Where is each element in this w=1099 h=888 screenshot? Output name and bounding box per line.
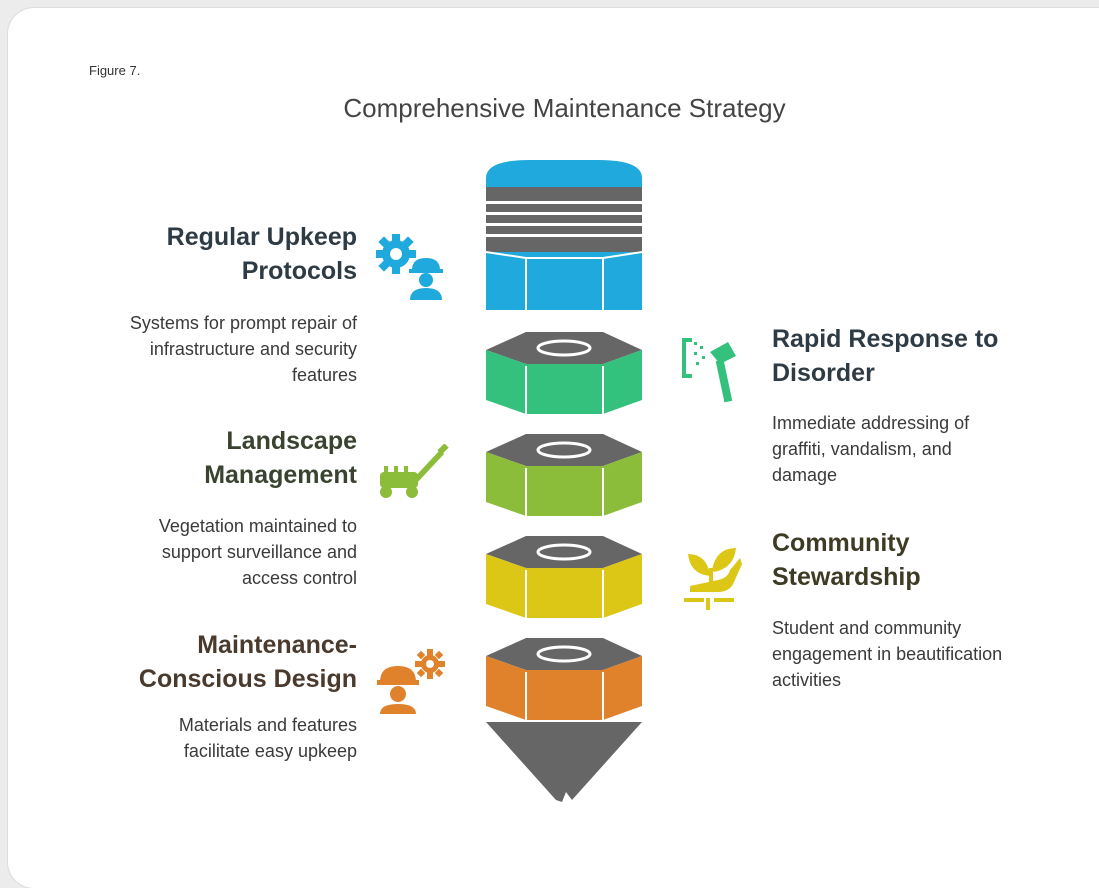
plant-hand-icon	[684, 548, 742, 610]
stack-segment-maintenance-conscious-design	[486, 638, 642, 720]
stack-segment-landscape-management	[486, 434, 642, 516]
regular-upkeep-description: Systems for prompt repair of infrastruct…	[129, 313, 357, 385]
stack-segment-community-stewardship	[486, 536, 642, 618]
diagram-title: Comprehensive Maintenance Strategy	[343, 93, 786, 123]
landscape-management-heading: Landscape Management	[204, 427, 357, 489]
top-cap-lid	[486, 160, 642, 190]
rapid-response-heading: Rapid Response to Disorder	[772, 325, 999, 387]
regular-upkeep-heading: Regular Upkeep Protocols	[166, 223, 357, 285]
maintenance-conscious-design-heading: Maintenance- Conscious Design	[138, 631, 357, 693]
top-segment-body	[486, 252, 642, 310]
hex-stack-diagram	[485, 160, 643, 802]
engineer-gear-icon	[377, 649, 445, 714]
spray-hammer-icon	[682, 338, 736, 403]
stack-top-segment	[485, 160, 643, 310]
community-stewardship-description: Student and community engagement in beau…	[772, 618, 1003, 690]
maintenance-conscious-design-description: Materials and features facilitate easy u…	[178, 715, 357, 761]
stack-segment-rapid-response	[486, 332, 642, 414]
community-stewardship-heading: Community Stewardship	[772, 529, 921, 591]
stack-bottom-cone	[486, 722, 642, 802]
landscape-management-description: Vegetation maintained to support surveil…	[158, 516, 357, 588]
rapid-response-description: Immediate addressing of graffiti, vandal…	[772, 413, 970, 485]
lawn-mower-icon	[380, 444, 449, 498]
figure-label: Figure 7.	[89, 63, 141, 78]
gear-worker-icon	[376, 234, 443, 300]
